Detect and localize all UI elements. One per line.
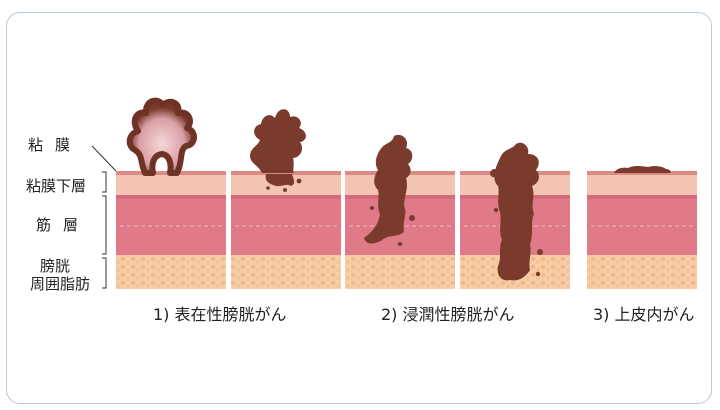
label-leaders xyxy=(91,145,117,289)
papillary-tumor-2 xyxy=(250,109,306,192)
caption-superficial-bladder-cancer: 1) 表在性膀胱がん xyxy=(153,305,287,324)
invasive-tumor-2 xyxy=(490,142,543,281)
invasive-tumor-1 xyxy=(364,134,415,246)
tissue-block-2 xyxy=(231,171,341,289)
label-perivesical-fat-line1: 膀胱 xyxy=(40,257,71,275)
papillary-tumor-1 xyxy=(126,97,197,176)
caption-carcinoma-in-situ: 3) 上皮内がん xyxy=(593,305,695,324)
label-muscle-layer: 筋層 xyxy=(36,216,91,234)
figure-frame xyxy=(6,12,712,404)
label-mucosa: 粘膜 xyxy=(28,136,83,154)
tissue-block-1 xyxy=(116,171,226,289)
carcinoma-in-situ xyxy=(614,165,671,173)
caption-invasive-bladder-cancer: 2) 浸潤性膀胱がん xyxy=(381,305,515,324)
tissue-block-5 xyxy=(587,171,697,289)
label-perivesical-fat-line2: 周囲脂肪 xyxy=(30,275,91,293)
label-submucosa: 粘膜下層 xyxy=(26,177,87,195)
